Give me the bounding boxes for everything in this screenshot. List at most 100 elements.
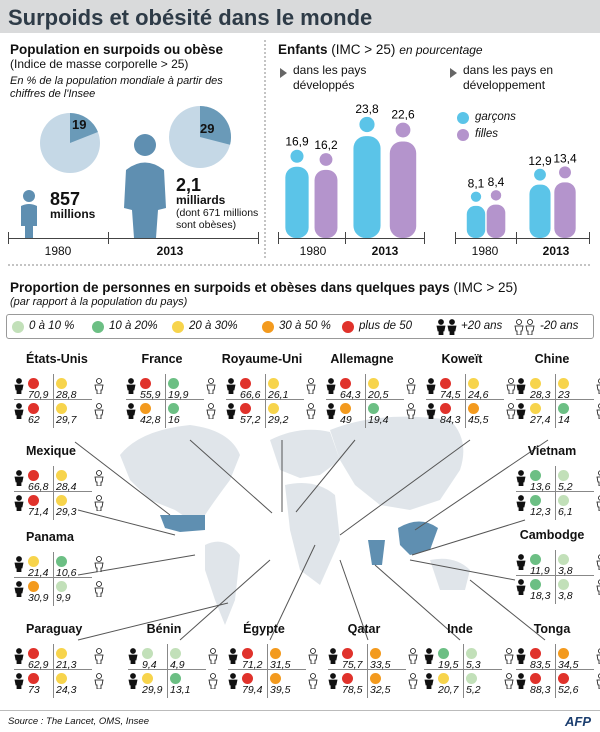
adult-icon [328,648,338,664]
level-dot [56,495,67,506]
country-value: 26,1 [268,389,289,401]
kid-dev-1980-girls-head [319,153,333,166]
country-value: 62 [28,414,40,426]
level-dot [558,673,569,684]
child-icon [208,648,218,664]
country-value: 31,5 [270,659,291,671]
country-value: 42,8 [140,414,161,426]
child-icon [94,470,104,486]
card-divider [555,466,556,520]
level-dot [56,378,67,389]
child-icon [504,673,514,689]
legend-girls-label: filles [475,128,499,140]
card-divider [326,399,404,400]
adult-icon [326,403,336,419]
kid-dev-1980-girls: 16,2 [314,138,338,238]
kid-dev-2013-girls: 22,6 [389,108,417,238]
level-dot [530,579,541,590]
card-divider [167,644,168,698]
card-divider [265,374,266,428]
country-value: 5,2 [466,684,481,696]
kids-tick [278,232,279,244]
child-girl-icon [525,319,535,335]
country-value: 19,9 [168,389,189,401]
kid-dev-2013-girls-head [395,122,411,138]
agency-logo: AFP [565,714,591,729]
kid-devlp-2013-boys-label: 12,9 [528,154,552,168]
page-title: Surpoids et obésité dans le monde [8,5,373,30]
children-heading-title: Enfants [278,42,328,57]
children-heading: Enfants (IMC > 25) en pourcentage [278,42,483,57]
country-value: 21,4 [28,567,49,579]
level-dot [368,403,379,414]
country-value: 20,5 [368,389,389,401]
adult-icon [14,403,24,419]
kids-tick [345,232,346,244]
country-value: 29,7 [56,414,77,426]
card-divider [226,399,304,400]
world-map [120,416,470,625]
kid-dev-2013-girls-label: 22,6 [391,108,415,122]
legend-girls-swatch [457,129,469,141]
country-value: 12,3 [530,506,551,518]
level-dot [268,378,279,389]
child-icon [596,470,600,486]
pop-tick [8,232,9,244]
country-value: 20,7 [438,684,459,696]
legend-dot-3 [262,321,274,333]
adult-icon [516,554,526,570]
country-value: 24,6 [468,389,489,401]
kid-devlp-1980-girls-body [486,204,506,238]
country-value: 84,3 [440,414,461,426]
countries-heading-detail: (IMC > 25) [453,280,518,295]
pop-tick [258,232,259,244]
card-divider [516,575,594,576]
kid-devlp-2013-boys-head [534,168,546,181]
country-value: 27,4 [530,414,551,426]
country-value: 83,5 [530,659,551,671]
young-label: -20 ans [540,320,579,332]
adult-icon [14,556,24,572]
level-dot [468,378,479,389]
adult-icon [424,648,434,664]
child-icon [308,648,318,664]
legend-dot-0 [12,321,24,333]
person-2013-icon [124,134,166,238]
child-icon [596,648,600,664]
kid-dev-1980-boys-label: 16,9 [285,135,309,149]
level-dot [530,495,541,506]
country-value: 9,4 [142,659,157,671]
level-dot [268,403,279,414]
level-dot [438,648,449,659]
country-name: Paraguay [26,622,83,636]
kid-devlp-1980-boys: 8,1 [466,177,486,238]
adult-icon [516,648,526,664]
card-divider [365,374,366,428]
level-dot [240,378,251,389]
child-boy-icon [514,319,524,335]
card-divider [516,399,594,400]
country-value: 3,8 [558,590,573,602]
country-value: 6,1 [558,506,573,518]
person-1980-icon [21,190,37,238]
kid-devlp-1980-boys-body [466,205,486,238]
level-dot [142,673,153,684]
country-value: 32,5 [370,684,391,696]
legend-label-1: 10 à 20% [109,320,158,332]
source-note: Source : The Lancet, OMS, Insee [8,716,149,727]
adult-icon [128,673,138,689]
kid-devlp-2013-boys: 12,9 [528,154,552,238]
country-name: Koweït [441,352,483,366]
card-divider [165,374,166,428]
level-dot [56,581,67,592]
country-value: 13,1 [170,684,191,696]
level-dot [140,378,151,389]
level-dot [56,673,67,684]
country-value: 9,9 [56,592,71,604]
pop-2013-detail: (dont 671 millions sont obèses) [176,207,259,231]
card-divider [53,644,54,698]
adult-icon [128,648,138,664]
kid-devlp-2013-girls-head [559,166,571,179]
country-value: 18,3 [530,590,551,602]
